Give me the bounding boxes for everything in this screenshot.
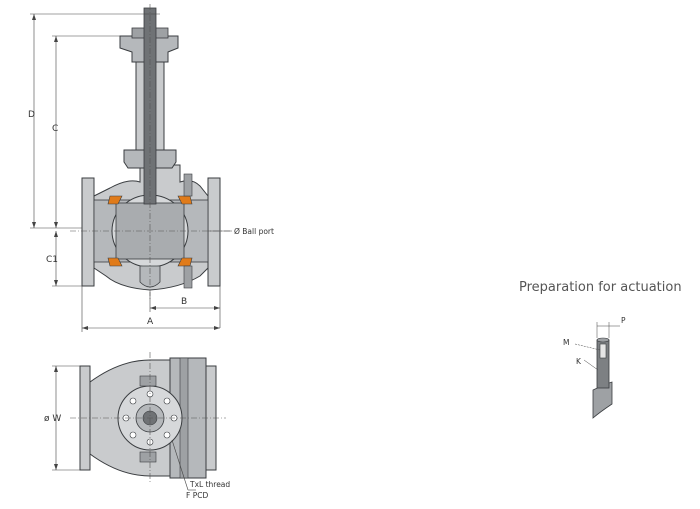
valve-top-view: ø W TxL thread F PCD: [44, 352, 230, 500]
actuation-title: Preparation for actuation: [519, 280, 682, 295]
body-bolt-lower: [183, 265, 193, 289]
dim-w-label: ø W: [44, 414, 61, 424]
actuation-key: [599, 343, 607, 359]
dim-d-label: D: [28, 110, 35, 120]
seat-upper-left: [107, 195, 123, 205]
dim-k-label: K: [576, 357, 582, 366]
seat-lower-left: [107, 257, 123, 267]
dim-c1-label: C1: [46, 255, 58, 265]
dim-b-label: B: [181, 297, 187, 307]
left-flange: [81, 177, 95, 287]
pcd-note: F PCD: [186, 491, 208, 500]
body-bolt-upper: [183, 173, 193, 197]
dim-p-label: P: [621, 316, 626, 325]
actuation-detail: Preparation for actuation P M K: [519, 280, 682, 419]
right-flange: [207, 177, 221, 287]
actuation-shaft: [592, 381, 613, 419]
dim-a-label: A: [147, 317, 154, 327]
ball-port-label: Ø Ball port: [234, 227, 274, 236]
valve-section-view: D C C1 B A Ø Ball port: [28, 4, 274, 332]
thread-note: TxL thread: [189, 480, 230, 489]
dim-c-label: C: [52, 124, 58, 134]
dim-m-label: M: [563, 338, 569, 347]
